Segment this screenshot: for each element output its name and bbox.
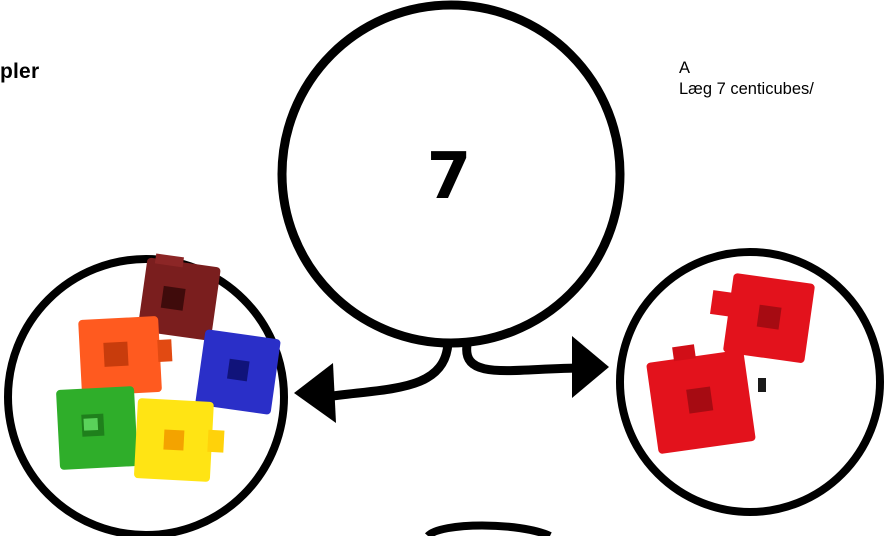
cube-orange (78, 316, 173, 396)
bottom-circle-edge (424, 521, 552, 536)
cube-shadow-mark (758, 378, 766, 392)
cube-yellow (134, 398, 225, 482)
instruction-block: A Læg 7 centicubes/ (679, 58, 814, 100)
cube-dark-red (137, 253, 221, 341)
cube-red-front (646, 344, 756, 454)
cube-green (56, 386, 138, 470)
left-arrowhead-icon (294, 363, 336, 423)
cube-red-back (710, 273, 815, 363)
whole-number: 7 (427, 140, 472, 214)
heading-fragment: pler (0, 60, 40, 83)
cube-blue (195, 329, 281, 415)
right-arrowhead-icon (572, 336, 609, 398)
instruction-text: Læg 7 centicubes/ (679, 80, 814, 98)
instruction-label: A (679, 59, 691, 77)
left-cube-group (56, 253, 281, 482)
right-arrow-line (462, 340, 588, 376)
left-arrow-line (320, 338, 453, 402)
right-cube-group (646, 273, 815, 454)
